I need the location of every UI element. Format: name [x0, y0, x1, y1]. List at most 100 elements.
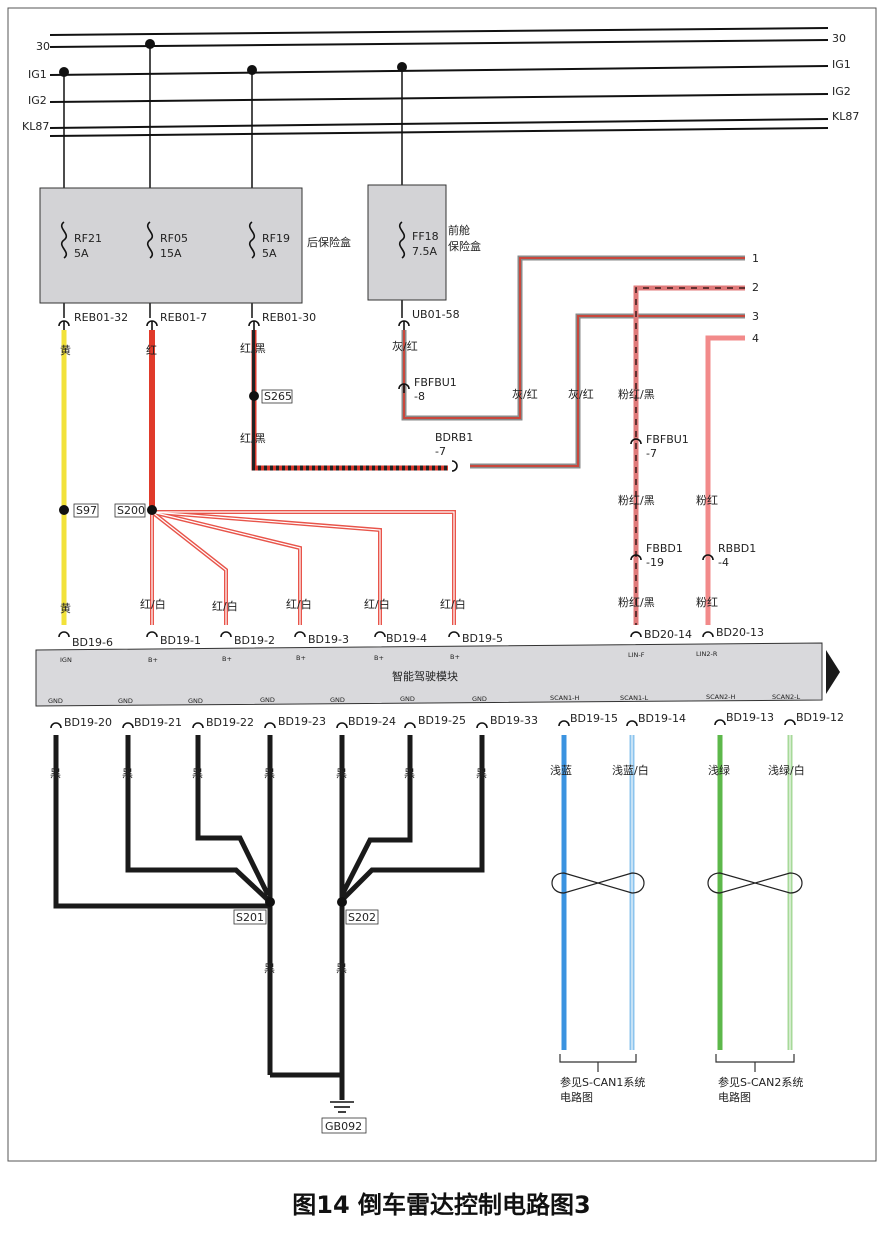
rear-fuse-box	[39, 187, 303, 304]
wire-label-grey-red-2: 灰/红	[512, 387, 538, 401]
conn-bdrb1-7-a: BDRB1	[435, 431, 473, 444]
fuse-rf21-rating: 5A	[74, 247, 89, 260]
wire-label-red-black-2: 红/黑	[240, 432, 266, 445]
module-top-connector-symbols	[58, 631, 714, 638]
wire-label-black-2: 黑	[122, 767, 133, 780]
bus-30-label-left: 30	[36, 40, 50, 53]
conn-rbbd1-4-b: -4	[718, 556, 729, 569]
pin-bd19-13: BD19-13	[726, 711, 774, 724]
end-number-4: 4	[752, 332, 759, 345]
pin-bd19-5: BD19-5	[462, 632, 503, 645]
wire-label-pink-1: 粉红	[696, 494, 718, 507]
conn-ub01-58: UB01-58	[412, 308, 460, 321]
pin-bd19-20-func: GND	[48, 697, 63, 705]
splice-s200-box	[114, 503, 146, 518]
wire-red-black	[251, 330, 448, 471]
conn-reb01-30: REB01-30	[262, 311, 316, 324]
ground-icon	[330, 1101, 354, 1113]
fuse-ff18-rating: 7.5A	[412, 245, 437, 258]
wire-label-red-white-3: 红/白	[286, 597, 312, 611]
pin-bd19-1: BD19-1	[160, 634, 201, 647]
see-also-brackets	[559, 1054, 795, 1072]
pin-bd20-14: BD20-14	[644, 628, 692, 641]
pin-bd19-13-func: SCAN2-H	[706, 693, 735, 701]
conn-rbbd1-4-a: RBBD1	[718, 542, 756, 555]
wire-label-light-blue-white: 浅蓝/白	[612, 763, 649, 777]
wire-grey-red-2-stripe	[470, 315, 745, 467]
wire-label-black-9: 黑	[336, 962, 347, 975]
wire-label-light-green-white: 浅绿/白	[768, 763, 805, 777]
conn-fbfbu1-8-b: -8	[414, 390, 425, 403]
wire-label-red-white-1: 红/白	[140, 597, 166, 611]
pin-bd19-33-func: GND	[472, 695, 487, 703]
pin-bd19-2-func: B+	[222, 655, 232, 663]
fuse-rf05-rating: 15A	[160, 247, 182, 260]
pin-bd19-14: BD19-14	[638, 712, 686, 725]
wire-label-light-green: 浅绿	[708, 763, 730, 777]
front-fuse-box-label-2: 保险盒	[448, 239, 481, 253]
splice-s202: S202	[348, 911, 376, 924]
splice-s97: S97	[76, 504, 97, 517]
splice-s265-box	[261, 389, 293, 404]
fuse-ff18-id: FF18	[412, 230, 439, 243]
pin-bd20-13: BD20-13	[716, 626, 764, 639]
see-also-scan2-line1: 参见S-CAN2系统	[718, 1075, 803, 1089]
rear-fuse-box-label: 后保险盒	[307, 235, 351, 249]
pin-bd20-14-func: LIN-F	[628, 651, 645, 659]
wire-label-red-white-4: 红/白	[364, 597, 390, 611]
fuse-symbols	[60, 221, 406, 259]
pin-bd19-3: BD19-3	[308, 633, 349, 646]
pin-bd19-24-func: GND	[330, 696, 345, 704]
figure-caption: 图14 倒车雷达控制电路图3	[292, 1191, 591, 1219]
wire-label-black-8: 黑	[264, 962, 275, 975]
module-arrow-icon	[826, 650, 840, 694]
conn-fbfbu1-8-a: FBFBU1	[414, 376, 457, 389]
wire-label-black-3: 黑	[192, 767, 203, 780]
bus-ig1-label-right: IG1	[832, 58, 851, 71]
splice-s265: S265	[264, 390, 292, 403]
conn-fbfbu1-7-b: -7	[646, 447, 657, 460]
bus-ig2-label-right: IG2	[832, 85, 851, 98]
wire-label-yellow-2: 黄	[60, 601, 71, 615]
bus-junction-dots	[59, 39, 407, 77]
pin-bd19-23: BD19-23	[278, 715, 326, 728]
pin-bd19-2: BD19-2	[234, 634, 275, 647]
pin-bd19-22: BD19-22	[206, 716, 254, 729]
wire-label-yellow-1: 黄	[60, 343, 71, 357]
splice-dots-upper	[59, 391, 259, 515]
module-body	[35, 642, 823, 707]
module-bottom-connector-symbols	[50, 719, 796, 729]
front-fuse-box	[367, 184, 447, 301]
wire-label-grey-red-1: 灰/红	[392, 339, 418, 353]
splice-s201-box	[233, 909, 267, 925]
ground-label: GB092	[325, 1120, 362, 1133]
pin-bd19-4: BD19-4	[386, 632, 427, 645]
front-fuse-box-label-1: 前舱	[448, 223, 470, 237]
connector-symbols-upper	[58, 320, 714, 561]
pin-bd19-3-func: B+	[296, 654, 306, 662]
wires-ground	[53, 735, 485, 1100]
ground-label-box	[321, 1117, 367, 1134]
diagram-frame	[7, 7, 877, 1162]
end-number-1: 1	[752, 252, 759, 265]
conn-fbfbu1-7-a: FBFBU1	[646, 433, 689, 446]
fuse-rf19-id: RF19	[262, 232, 290, 245]
bus-ig1-label-left: IG1	[28, 68, 47, 81]
bus-ig2-label-left: IG2	[28, 94, 47, 107]
conn-reb01-7: REB01-7	[160, 311, 207, 324]
bus-kl87-label-right: KL87	[832, 110, 859, 123]
see-also-scan1-line1: 参见S-CAN1系统	[560, 1075, 645, 1089]
wire-label-red-white-2: 红/白	[212, 599, 238, 613]
wire-label-pink-black-2: 粉红/黑	[618, 494, 655, 507]
twisted-pair-symbols	[551, 872, 803, 894]
splice-s201: S201	[236, 911, 264, 924]
pin-bd19-12-func: SCAN2-L	[772, 693, 800, 701]
pin-bd19-12: BD19-12	[796, 711, 844, 724]
wires-red-white-stripe	[151, 511, 455, 625]
pin-bd19-25: BD19-25	[418, 714, 466, 727]
pin-bd19-14-func: SCAN1-L	[620, 694, 648, 702]
wire-label-black-4: 黑	[264, 767, 275, 780]
splice-s97-box	[73, 503, 99, 518]
pin-bd19-24: BD19-24	[348, 715, 396, 728]
